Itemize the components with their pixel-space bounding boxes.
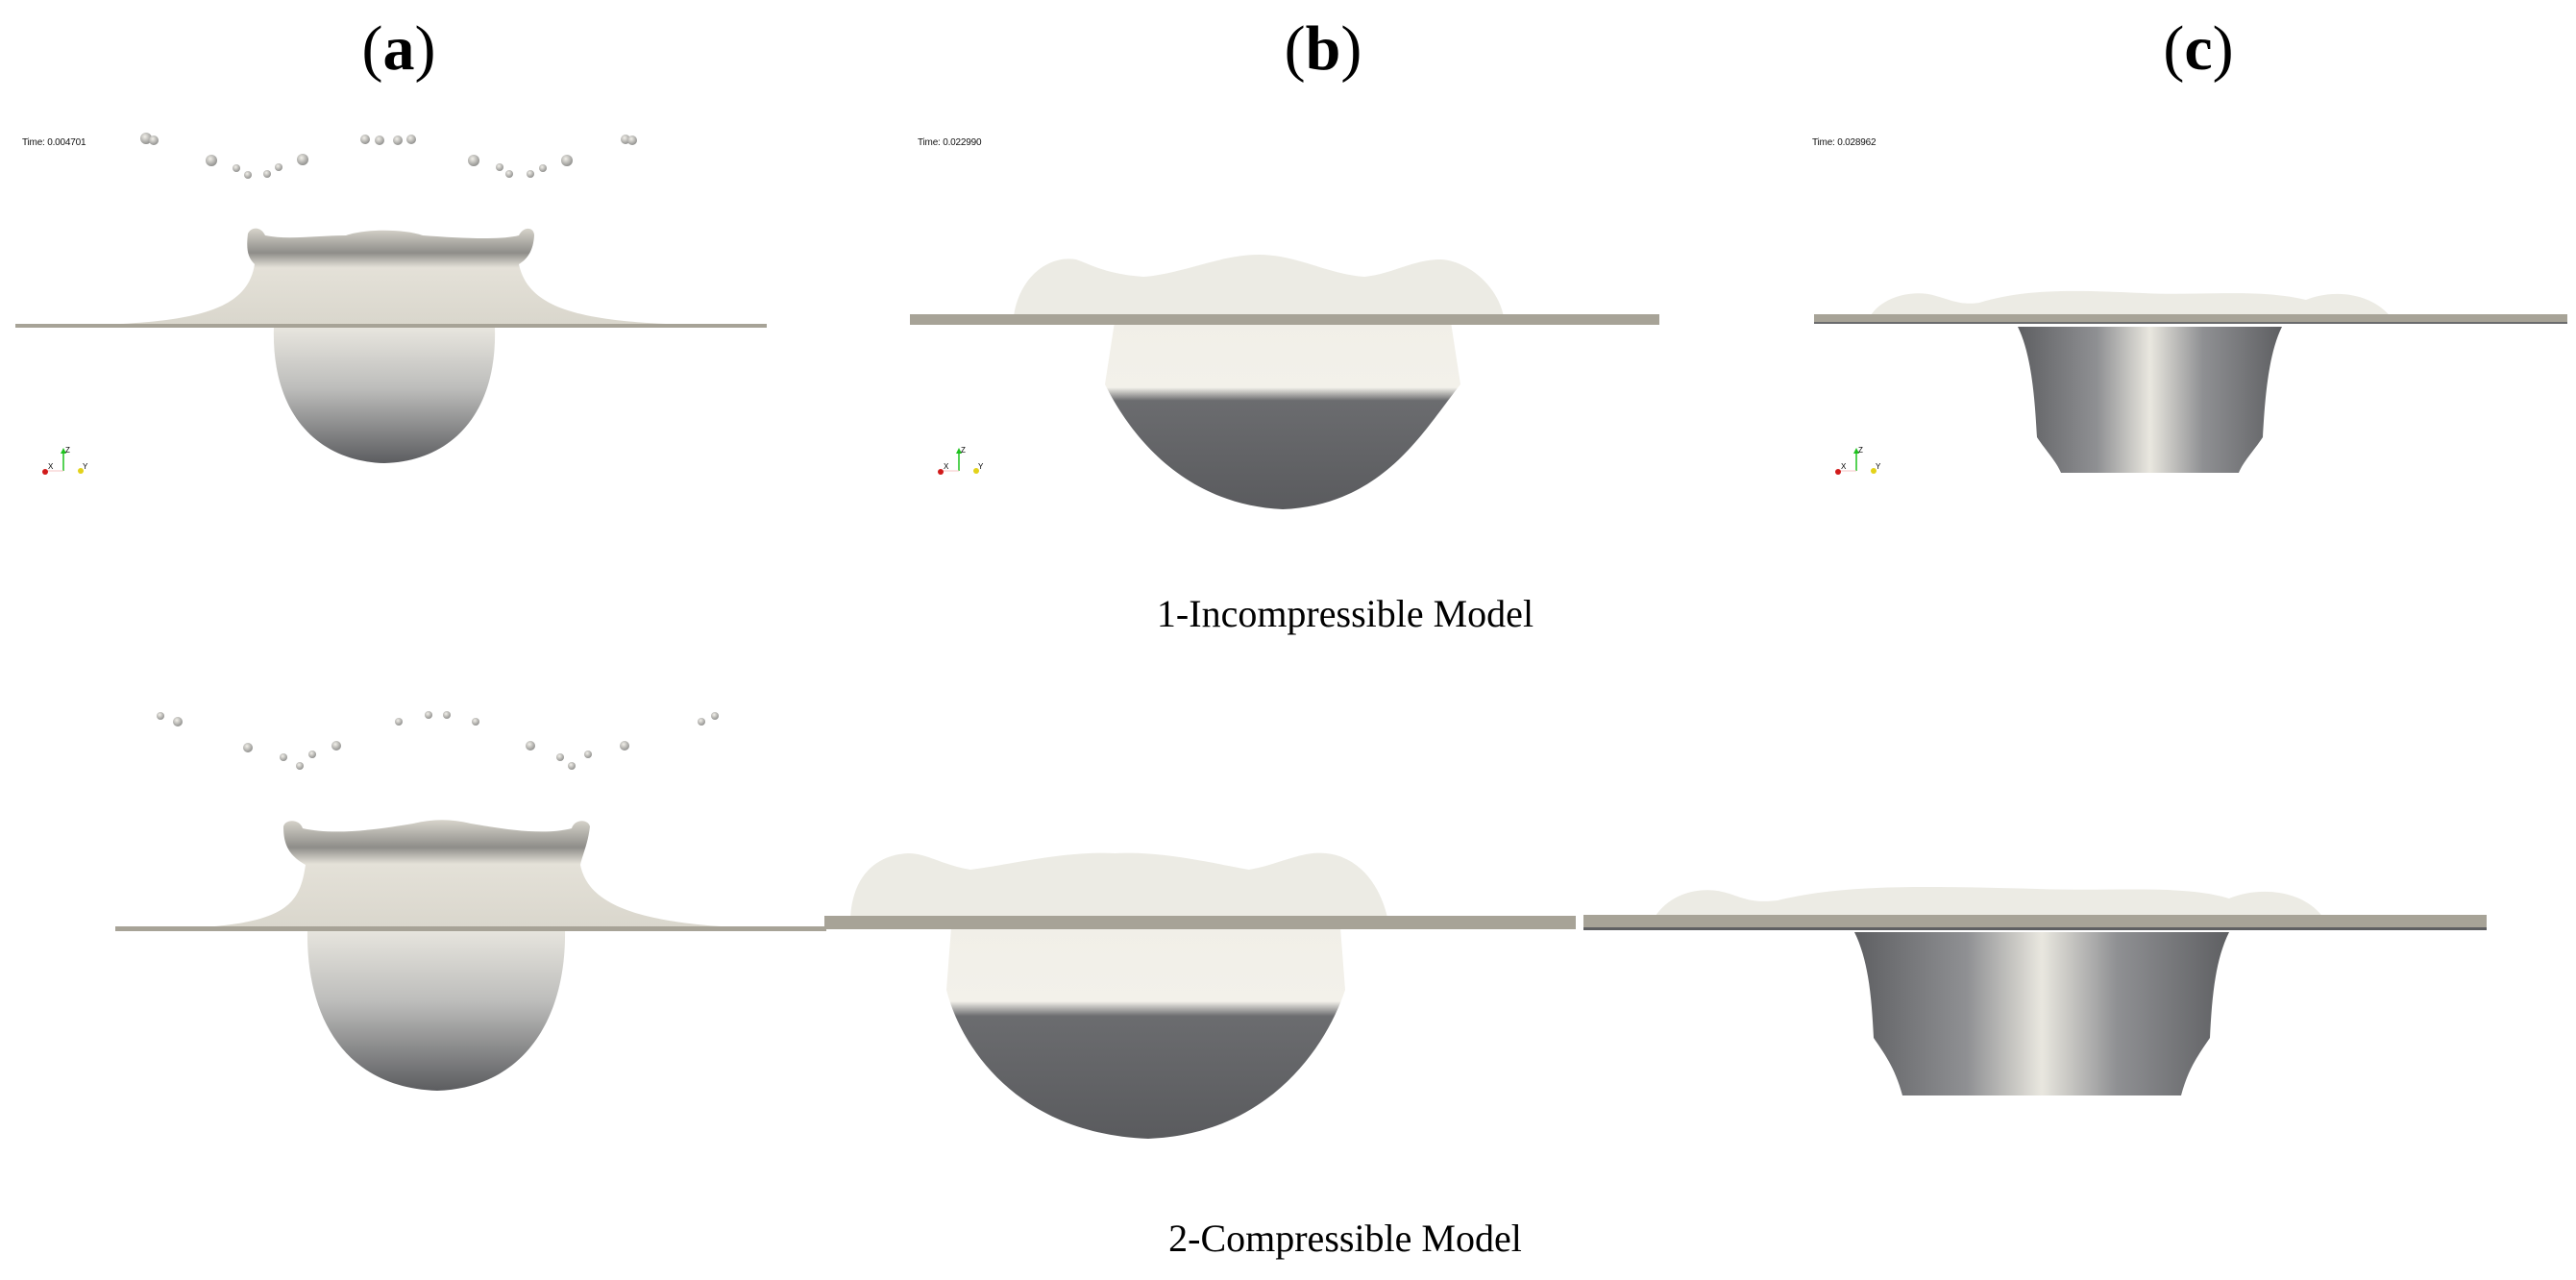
crown-splash <box>1869 290 2392 319</box>
svg-text:Y: Y <box>83 462 88 471</box>
svg-text:Z: Z <box>961 446 966 455</box>
simulation-view-c-incompressible <box>1814 290 2567 473</box>
simulation-view-b-incompressible <box>910 255 1659 509</box>
time-label-b: Time: 0.022990 <box>918 137 982 148</box>
svg-text:X: X <box>48 462 54 471</box>
svg-text:Y: Y <box>1876 462 1881 471</box>
panel-label-c: (c) <box>2163 13 2234 84</box>
cavity-bulb <box>307 928 566 1091</box>
svg-text:Z: Z <box>1858 446 1863 455</box>
time-label-c: Time: 0.028962 <box>1812 137 1877 148</box>
axes-triad-icon: Z X Y <box>1831 440 1889 479</box>
free-surface-plane <box>910 314 1659 325</box>
free-surface-plane <box>1583 915 2487 928</box>
svg-text:X: X <box>1841 462 1847 471</box>
free-surface-plane <box>115 926 826 931</box>
panel-letter: c <box>2184 13 2213 84</box>
free-surface-plane <box>15 324 767 328</box>
cavity-column <box>2018 327 2282 473</box>
axes-triad-icon: Z X Y <box>934 440 992 479</box>
time-label-a: Time: 0.004701 <box>22 137 86 148</box>
simulation-view-b-compressible <box>824 852 1576 1139</box>
panel-letter: b <box>1305 13 1341 84</box>
free-surface-plane <box>1814 314 2567 323</box>
caption-incompressible-model: 1-Incompressible Model <box>1156 592 1534 635</box>
cavity-column <box>1854 932 2229 1095</box>
simulation-view-a-incompressible <box>15 133 769 463</box>
caption-compressible-model: 2-Compressible Model <box>1168 1217 1522 1260</box>
crown-splash <box>1653 886 2325 921</box>
svg-text:Y: Y <box>978 462 984 471</box>
cavity-bulb <box>1105 322 1460 509</box>
crown-splash <box>15 228 769 327</box>
panel-letter: a <box>382 13 415 84</box>
cavity-bulb <box>273 327 496 463</box>
crown-splash <box>850 852 1388 923</box>
simulation-view-c-compressible <box>1583 886 2487 1095</box>
droplets <box>140 133 637 179</box>
droplets <box>157 711 719 770</box>
panel-label-a: (a) <box>361 13 436 84</box>
panel-label-b: (b) <box>1284 13 1362 84</box>
axes-triad-icon: Z X Y <box>38 440 96 479</box>
crown-splash <box>115 820 826 930</box>
free-surface-plane <box>824 916 1576 929</box>
simulation-view-a-compressible <box>115 711 826 1091</box>
svg-text:X: X <box>944 462 949 471</box>
cavity-bulb <box>946 927 1345 1139</box>
svg-text:Z: Z <box>65 446 70 455</box>
crown-splash <box>1014 255 1504 317</box>
